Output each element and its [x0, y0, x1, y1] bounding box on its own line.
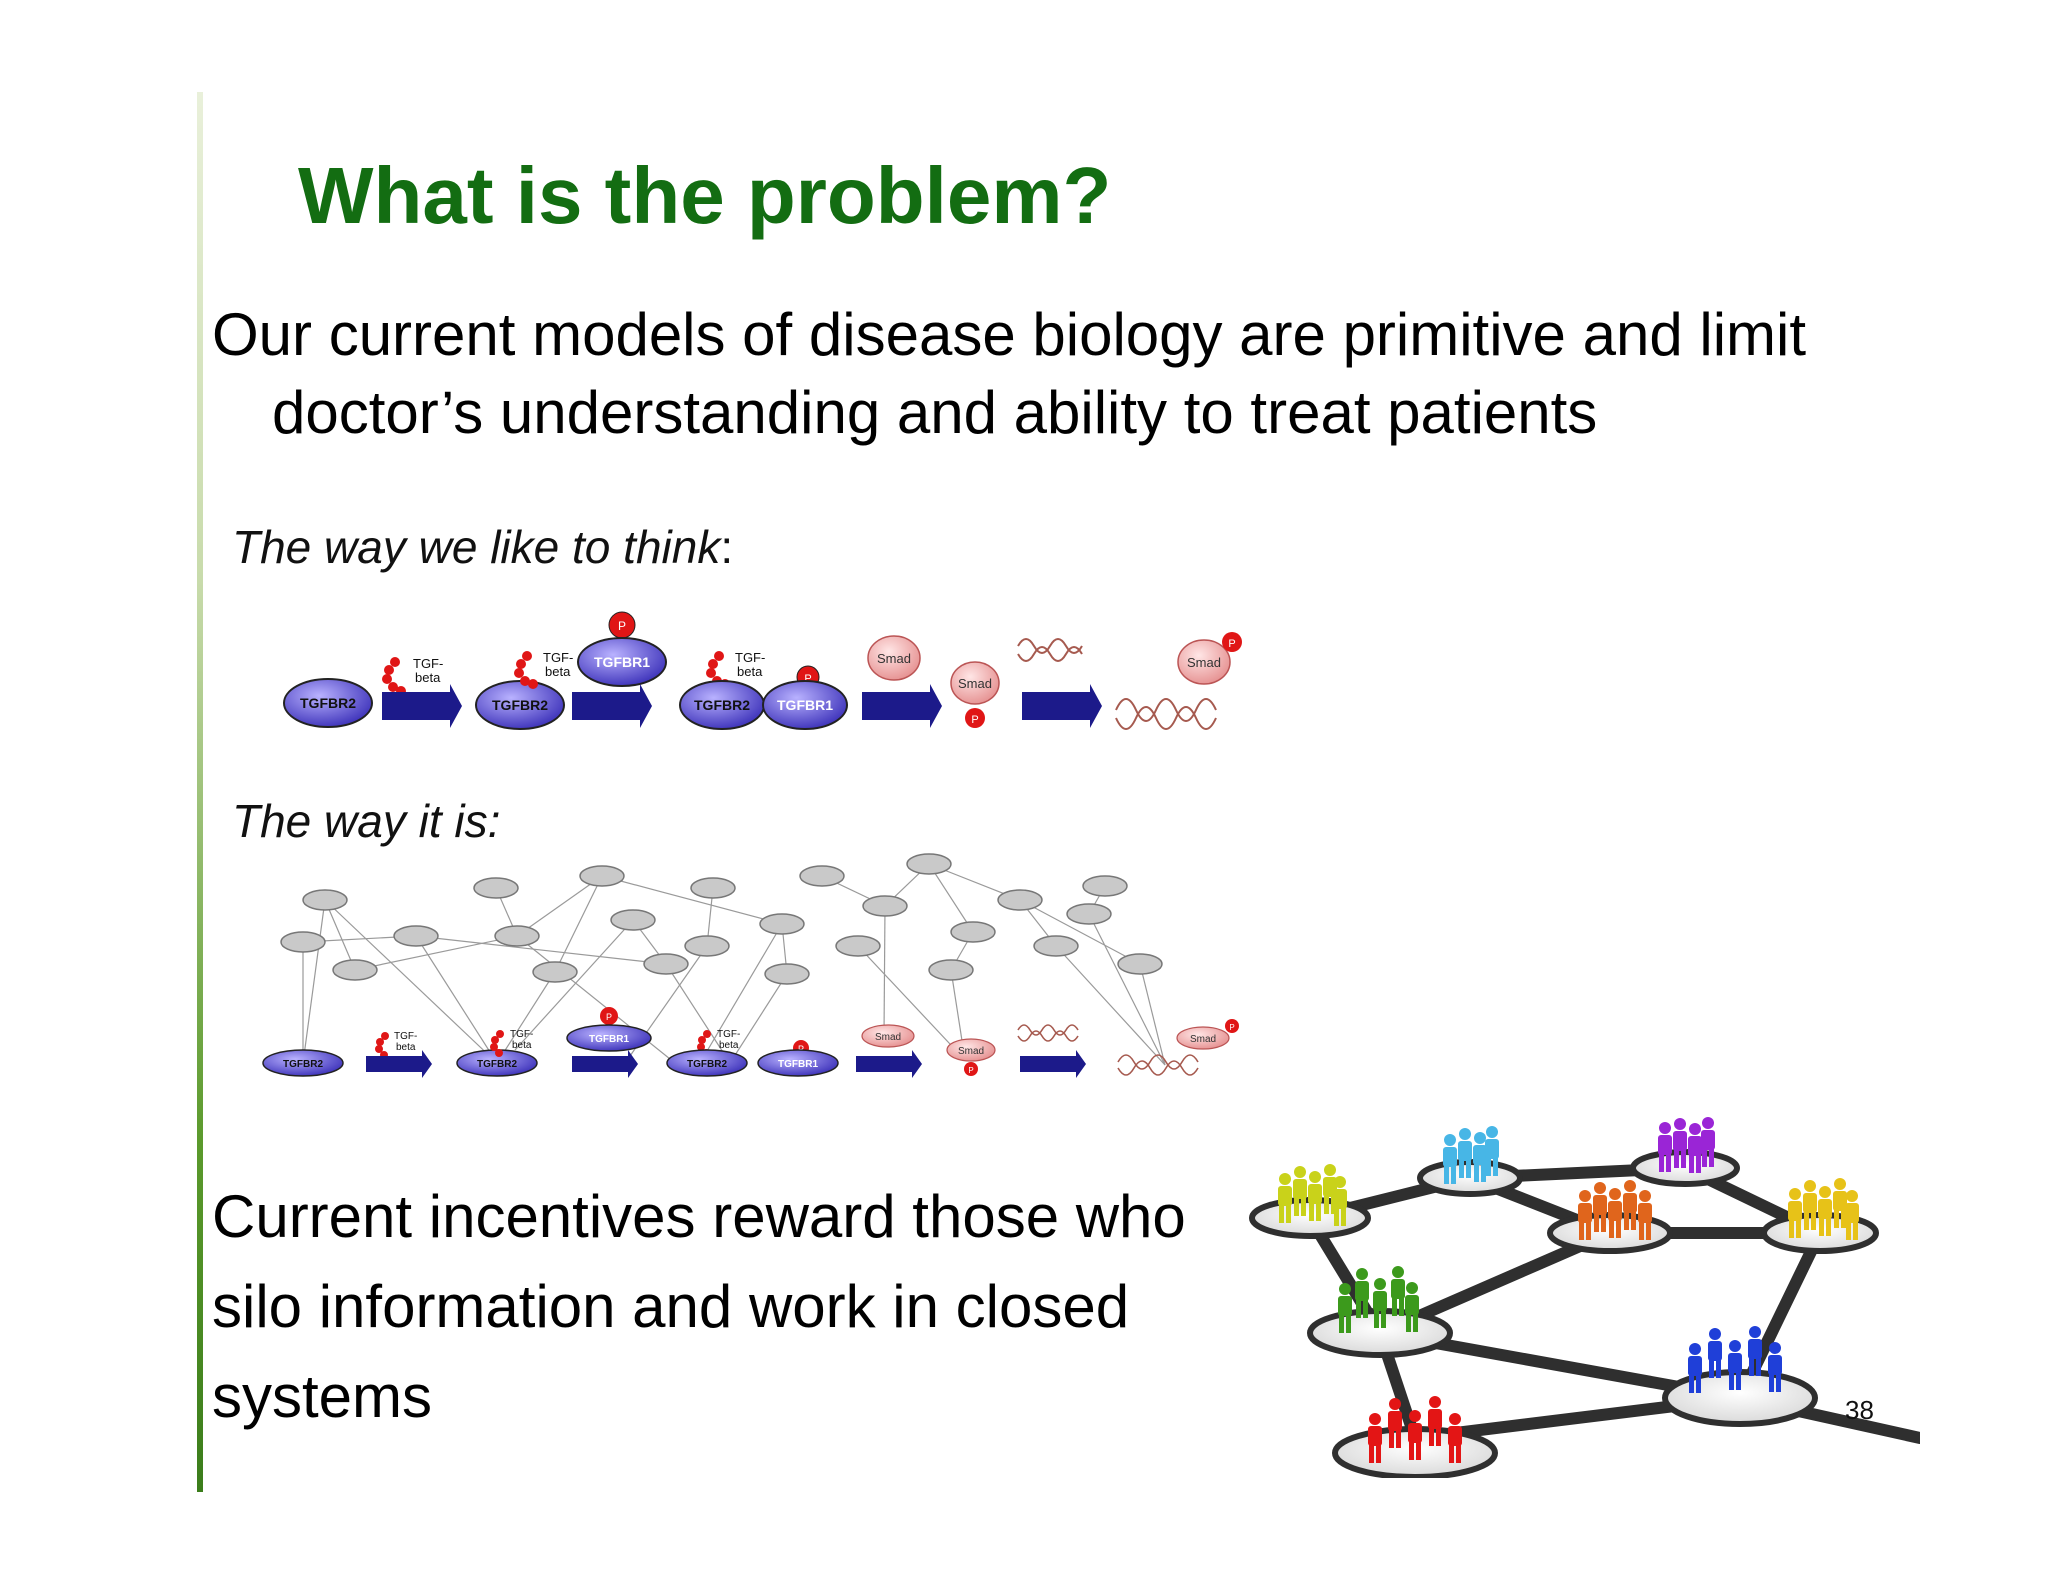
yellow-green-group: [1278, 1164, 1347, 1226]
smad-protein-2: Smad P: [950, 661, 1000, 728]
label-net-tgfbr1-2: TGFBR1: [778, 1059, 818, 1070]
tgfbr1-receptor-complex: P TGFBR1: [762, 665, 848, 730]
net-arrow-4: [1020, 1050, 1086, 1078]
incentive-line-3: systems: [212, 1363, 433, 1430]
subhead-think: The way we like to think:: [232, 520, 733, 574]
complex-network-diagram: TGFBR2 TGF- beta TGFBR2 TGF- beta P TGFB…: [262, 853, 1239, 1078]
page-number: 38: [1845, 1395, 1874, 1425]
subhead-is: The way it is:: [232, 795, 501, 847]
label-smad-3: Smad: [1187, 655, 1221, 670]
net-arrow-3: [856, 1050, 922, 1078]
smad-net-1: Smad: [861, 1024, 915, 1048]
label-net-tgf-3: TGF-: [717, 1029, 740, 1040]
net-dna-helix-large: [1117, 1054, 1199, 1076]
tgfbr2-receptor-net-3: TGFBR2: [666, 1049, 748, 1077]
dna-helix-large: [1115, 698, 1217, 730]
tgfbr1-receptor-net-2: P TGFBR1: [757, 1040, 839, 1077]
label-beta-1: beta: [415, 670, 441, 685]
net-arrow-2: [572, 1050, 638, 1078]
label-smad-2: Smad: [958, 676, 992, 691]
tgfbr2-receptor-net-1: TGFBR2: [262, 1049, 344, 1077]
label-net-p-4: P: [1229, 1023, 1234, 1032]
label-net-tgfbr2-3: TGFBR2: [687, 1059, 727, 1070]
label-net-beta-1: beta: [396, 1042, 416, 1053]
pathway-arrow-1: [382, 684, 462, 728]
label-beta-3: beta: [737, 664, 763, 679]
label-tgf-3: TGF-: [735, 650, 765, 665]
tgf-beta-net-2: TGF- beta: [490, 1029, 533, 1057]
label-smad-1: Smad: [877, 651, 911, 666]
label-net-tgfbr2-1: TGFBR2: [283, 1059, 323, 1070]
label-tgfbr2-3: TGFBR2: [694, 697, 750, 713]
net-dna-helix-small: [1017, 1024, 1079, 1042]
dna-helix-small: [1017, 638, 1083, 662]
net-arrow-1: [366, 1050, 432, 1078]
label-tgf-1: TGF-: [413, 656, 443, 671]
label-net-tgfbr2-2: TGFBR2: [477, 1059, 517, 1070]
label-net-p-2: P: [798, 1044, 804, 1054]
label-net-beta-2: beta: [512, 1040, 532, 1051]
label-net-p-3: P: [968, 1066, 973, 1075]
intro-line-2: doctor’s understanding and ability to tr…: [272, 379, 1598, 446]
pathway-arrow-4: [1022, 684, 1102, 728]
tgfbr2-receptor-1: TGFBR2: [283, 678, 373, 728]
tgfbr1-receptor-top: P TGFBR1: [577, 611, 667, 687]
label-p-2: P: [804, 673, 811, 685]
label-net-tgf-2: TGF-: [510, 1029, 533, 1040]
pathway-arrow-3: [862, 684, 942, 728]
label-tgfbr1-2: TGFBR1: [777, 697, 833, 713]
incentive-line-2: silo information and work in closed: [212, 1273, 1130, 1340]
label-p-3: P: [971, 714, 978, 726]
label-net-beta-3: beta: [719, 1040, 739, 1051]
label-tgf-2: TGF-: [543, 650, 573, 665]
left-accent-rule: [197, 92, 203, 1492]
smad-net-3: Smad P: [1176, 1019, 1239, 1050]
subhead-think-colon: :: [720, 521, 734, 573]
label-tgfbr1-1: TGFBR1: [594, 654, 650, 670]
label-net-p-1: P: [606, 1012, 612, 1022]
label-net-tgf-1: TGF-: [394, 1031, 417, 1042]
incentive-line-1: Current incentives reward those who: [212, 1183, 1186, 1250]
tgfbr2-receptor-3: TGFBR2: [679, 680, 765, 730]
yellow-group: [1788, 1178, 1859, 1240]
label-p-4: P: [1228, 638, 1235, 650]
smad-net-2: Smad P: [946, 1038, 996, 1076]
smad-protein-3: Smad P: [1177, 632, 1242, 685]
label-p-1: P: [618, 619, 626, 633]
tgfbr2-receptor-2: TGFBR2: [475, 680, 565, 730]
tgf-beta-net-1: TGF- beta: [375, 1031, 417, 1059]
label-net-tgfbr1-1: TGFBR1: [589, 1034, 629, 1045]
label-net-smad-3: Smad: [1190, 1034, 1216, 1045]
label-tgfbr2-2: TGFBR2: [492, 697, 548, 713]
people-network-illustration: [1249, 1117, 1920, 1478]
tgf-beta-ligand-2: TGF- beta: [514, 650, 573, 689]
slide-title: What is the problem?: [298, 151, 1112, 240]
intro-text: Our current models of disease biology ar…: [212, 296, 2012, 452]
incentive-text: Current incentives reward those who silo…: [212, 1172, 1186, 1442]
tgfbr1-receptor-net-1: P TGFBR1: [566, 1007, 652, 1052]
label-net-smad-2: Smad: [958, 1046, 984, 1057]
smad-protein-1: Smad: [867, 635, 921, 681]
label-beta-2: beta: [545, 664, 571, 679]
linear-pathway-diagram: TGFBR2 TGF- beta TGFBR2 TGF- beta P TGFB…: [283, 611, 1242, 730]
label-tgfbr2-1: TGFBR2: [300, 695, 356, 711]
tgf-beta-ligand-1: TGF- beta: [382, 656, 443, 696]
pathway-arrow-2: [572, 684, 652, 728]
network-nodes: [280, 853, 1163, 985]
label-net-smad-1: Smad: [875, 1032, 901, 1043]
subhead-think-text: The way we like to think: [232, 521, 721, 573]
cyan-group: [1443, 1126, 1499, 1184]
intro-line-1: Our current models of disease biology ar…: [212, 301, 1807, 368]
